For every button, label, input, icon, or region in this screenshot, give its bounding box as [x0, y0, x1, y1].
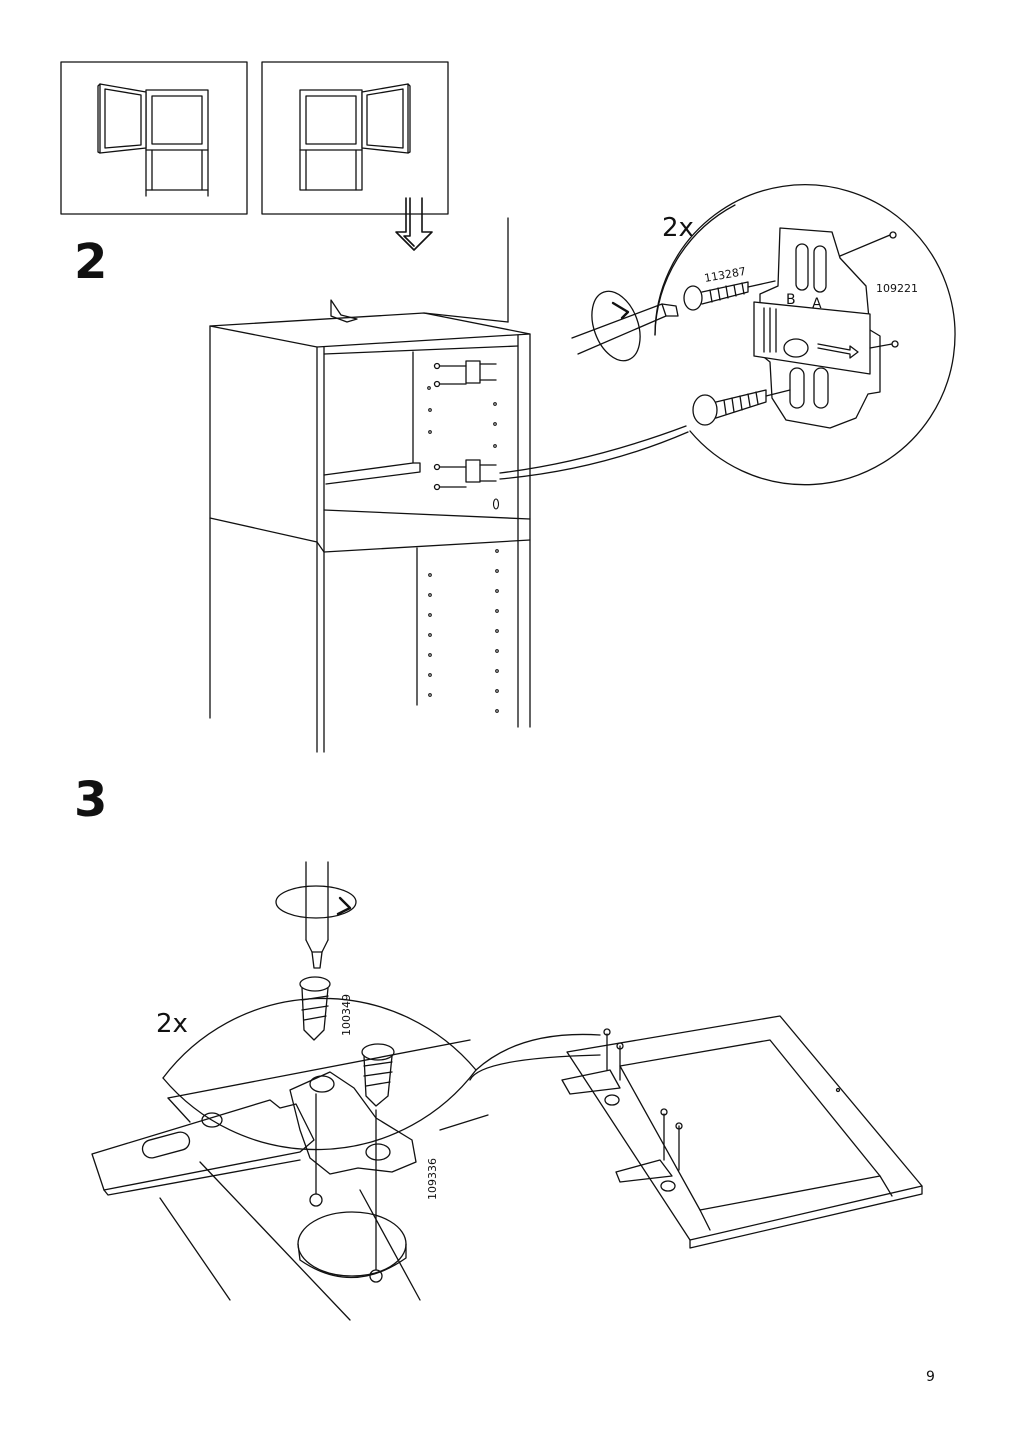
step2-plate-part-number: 109221 [876, 282, 918, 295]
step3-short-screw-part-number: 100349 [340, 994, 353, 1036]
door-open-right-icon [261, 61, 449, 215]
down-arrow-icon [395, 197, 433, 251]
step3-long-screw-part-number: 109336 [426, 1158, 439, 1200]
plate-letter-a: A [812, 296, 822, 312]
step3-detail-circle [91, 976, 601, 1321]
step-2-number: 2 [74, 234, 108, 290]
step2-screw-part-number: 113287 [703, 265, 747, 285]
step3-screwdriver [275, 861, 357, 969]
step3-quantity: 2x [156, 1009, 188, 1039]
step3-door [561, 1015, 923, 1249]
door-open-left-icon [60, 61, 248, 215]
step2-quantity: 2x [662, 213, 694, 243]
step-3-number: 3 [74, 772, 108, 828]
cabinet-drawing [209, 217, 531, 753]
step2-detail-circle [571, 184, 956, 486]
page-number: 9 [926, 1369, 935, 1385]
plate-letter-b: B [786, 292, 796, 308]
